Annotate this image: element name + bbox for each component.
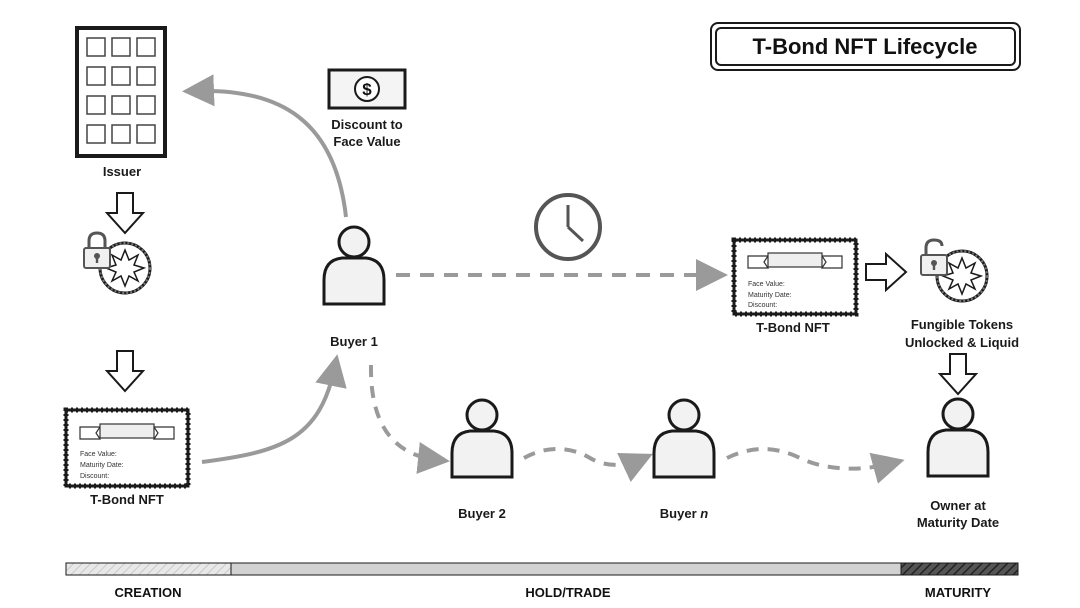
- cert-maturity-date: Maturity Date:: [80, 462, 124, 469]
- dollar-bill-icon: $: [327, 68, 407, 110]
- fungible-label-line2: Unlocked & Liquid: [905, 335, 1019, 350]
- person-icon: [926, 397, 990, 478]
- hollow-arrow-icon: [865, 253, 907, 291]
- person-icon: [322, 225, 386, 306]
- person-icon: [652, 398, 716, 479]
- issuer-label: Issuer: [103, 164, 141, 179]
- timeline-bar: [65, 562, 1019, 576]
- cert-face-value: Face Value:: [80, 451, 117, 458]
- buyern-to-owner-arrow: [726, 447, 905, 484]
- phase-maturity: MATURITY: [925, 585, 992, 600]
- fungible-label-line1: Fungible Tokens: [911, 317, 1013, 332]
- cert-discount: Discount:: [748, 302, 777, 309]
- owner-label-line1: Owner at: [930, 498, 986, 513]
- hollow-arrow-icon: [939, 353, 977, 395]
- diagram-title: T-Bond NFT Lifecycle: [753, 34, 978, 59]
- cert-face-value: Face Value:: [748, 281, 785, 288]
- phase-hold-trade: HOLD/TRADE: [525, 585, 611, 600]
- discount-label-line1: Discount to: [331, 117, 403, 132]
- hollow-arrow-icon: [106, 350, 144, 392]
- nft-right-label: T-Bond NFT: [756, 320, 830, 335]
- hollow-arrow-icon: [106, 192, 144, 234]
- cert-maturity-date: Maturity Date:: [748, 292, 792, 299]
- buyer2-to-buyern-arrow: [523, 447, 653, 482]
- padlock-open-icon: [919, 238, 949, 277]
- nft-left-label: T-Bond NFT: [90, 492, 164, 507]
- title-box: T-Bond NFT Lifecycle: [710, 22, 1021, 71]
- person-icon: [450, 398, 514, 479]
- buyern-label: Buyer n: [660, 506, 708, 521]
- buyer1-label: Buyer 1: [330, 334, 378, 349]
- discount-label-line2: Face Value: [333, 134, 400, 149]
- padlock-icon: [82, 231, 112, 270]
- buyer1-to-buyer2-arrow: [368, 364, 450, 474]
- nft-to-buyer1-arrow: [201, 354, 347, 464]
- owner-label-line2: Maturity Date: [917, 515, 999, 530]
- clock-icon: [534, 193, 602, 261]
- certificate-icon: Face Value: Maturity Date: Discount:: [63, 407, 191, 489]
- building-icon: [75, 26, 167, 158]
- phase-creation: CREATION: [115, 585, 182, 600]
- certificate-icon: Face Value: Maturity Date: Discount:: [731, 237, 859, 317]
- buyer2-label: Buyer 2: [458, 506, 506, 521]
- payment-to-issuer-arrow: [182, 74, 348, 218]
- cert-discount: Discount:: [80, 473, 109, 480]
- dollar-sign: $: [362, 80, 372, 99]
